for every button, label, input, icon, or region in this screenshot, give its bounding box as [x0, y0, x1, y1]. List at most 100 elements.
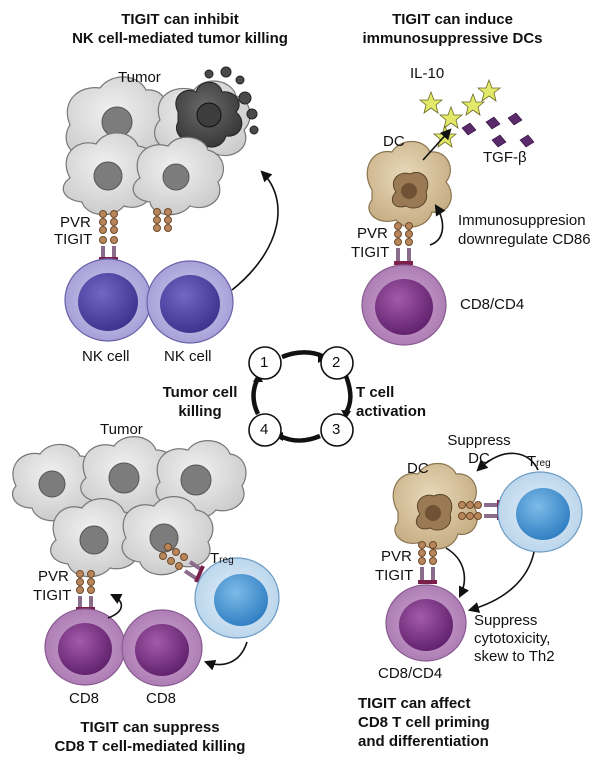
treg-to-t-arrow: [467, 551, 535, 613]
suppress-line-1: Suppress: [474, 612, 538, 629]
suppress-dc-line-2: DC: [468, 450, 490, 467]
suppress-dc-arrow: [476, 452, 539, 472]
treg-cell: [497, 471, 583, 553]
dc-panel: [361, 78, 535, 346]
pvr-tigit-receptor: [394, 222, 413, 265]
suppress-dc-label: Suppress DC: [444, 432, 514, 468]
immuno-line-2: downregulate CD86: [458, 231, 591, 248]
pvr-tigit-receptor: [76, 570, 95, 611]
nk-cell-label-2: NK cell: [164, 348, 212, 365]
pvr-tigit-receptor-treg: [159, 543, 205, 583]
dc-panel-title: TIGIT can induce immunosuppressive DCs: [345, 10, 560, 48]
priming-cd8-cd4-label: CD8/CD4: [378, 665, 443, 682]
t-activation-label: T cell activation: [356, 383, 436, 421]
immuno-line-1: Immunosuppresion: [458, 212, 586, 229]
cd8-panel-title: TIGIT can suppress CD8 T cell-mediated k…: [40, 718, 260, 756]
cd8-treg-label: Treg: [210, 550, 234, 570]
nk-title-line-2: NK cell-mediated tumor killing: [72, 30, 288, 47]
dc-label: DC: [383, 133, 405, 150]
pvr-tigit-receptor-treg: [458, 500, 501, 520]
dc-pvr-label: PVR: [357, 225, 388, 242]
cycle-step-4: [248, 413, 282, 447]
kill-arrow: [231, 170, 279, 291]
cd8-tigit-label: TIGIT: [33, 587, 72, 604]
treg-t: T: [527, 453, 537, 470]
treg-sub: reg: [219, 555, 234, 566]
suppress-line-2: cytotoxicity,: [474, 630, 551, 647]
priming-title-line-1: TIGIT can affect: [358, 695, 471, 712]
dc-cd8-cd4-label: CD8/CD4: [460, 296, 525, 313]
nk-cell: [64, 258, 152, 342]
suppress-dc-line-1: Suppress: [447, 432, 511, 449]
cd8-cd4-cell: [385, 584, 467, 662]
dc-to-t-arrow: [445, 547, 470, 599]
cycle-step-1-label: 1: [260, 354, 269, 371]
nk-cell-label-1: NK cell: [82, 348, 130, 365]
priming-suppress-label: Suppress cytotoxicity, skew to Th2: [474, 612, 555, 666]
cd8-cell: [44, 608, 126, 686]
cd8-title-line-2: CD8 T cell-mediated killing: [54, 738, 246, 755]
suppress-line-3: skew to Th2: [474, 648, 555, 665]
cd8-self-arrow: [107, 593, 123, 619]
il10-stars: [418, 78, 502, 148]
tumor-cell: [80, 436, 176, 516]
priming-dc-label: DC: [407, 460, 429, 477]
cd8-label-2: CD8: [146, 690, 177, 707]
cd8-cell: [121, 609, 203, 687]
priming-treg-label: Treg: [527, 453, 551, 473]
tgfb-diamonds: [461, 112, 535, 148]
cd8-label-1: CD8: [69, 690, 100, 707]
cd8-pvr-label: PVR: [38, 568, 69, 585]
cycle-step-2: [320, 346, 354, 380]
nk-panel: [62, 66, 279, 344]
t-activation-line-2: activation: [356, 403, 427, 420]
dc-cell: [366, 140, 452, 228]
cycle: [248, 346, 354, 447]
t-activation-line-1: T cell: [356, 384, 395, 401]
treg-suppress-arrow: [203, 641, 248, 671]
cd8-cd4-cell: [361, 264, 447, 346]
pvr-receptor: [153, 208, 172, 232]
cycle-step-3-label: 3: [332, 421, 341, 438]
nk-tumor-label: Tumor: [118, 69, 161, 86]
cycle-step-2-label: 2: [332, 354, 341, 371]
il10-label: IL-10: [410, 65, 445, 82]
pvr-tigit-receptor: [99, 210, 118, 261]
priming-title-line-3: and differentiation: [358, 733, 489, 750]
nk-panel-title: TIGIT can inhibit NK cell-mediated tumor…: [70, 10, 290, 48]
dc-tigit-label: TIGIT: [351, 244, 390, 261]
nk-tigit-label: TIGIT: [54, 231, 93, 248]
cd8-tumor-label: Tumor: [100, 421, 143, 438]
nk-title-line-1: TIGIT can inhibit: [121, 11, 239, 28]
pvr-tigit-receptor: [418, 541, 437, 584]
cycle-step-3: [320, 413, 354, 447]
cd8-panel: [11, 436, 280, 687]
tumor-cell: [50, 498, 142, 578]
tgfb-label: TGF-β: [483, 149, 527, 166]
treg-cell: [194, 557, 280, 639]
dc-cell: [392, 462, 478, 550]
cycle-step-1: [248, 346, 282, 380]
tumor-killing-label: Tumor cell killing: [160, 383, 240, 421]
tumor-killing-line-2: killing: [178, 403, 222, 420]
priming-tigit-label: TIGIT: [375, 567, 414, 584]
secrete-arrow: [422, 128, 452, 161]
dc-title-line-2: immunosuppressive DCs: [362, 30, 543, 47]
nk-pvr-label: PVR: [60, 214, 91, 231]
tumor-cell: [62, 132, 158, 216]
cycle-step-4-label: 4: [260, 421, 269, 438]
priming-title-line-2: CD8 T cell priming: [358, 714, 490, 731]
treg-sub: reg: [536, 458, 551, 469]
nk-cell: [146, 260, 234, 344]
feedback-arrow: [429, 204, 446, 246]
priming-panel-title: TIGIT can affect CD8 T cell priming and …: [358, 694, 538, 751]
treg-t: T: [210, 550, 220, 567]
tumor-cell: [132, 136, 225, 216]
tumor-killing-line-1: Tumor cell: [162, 384, 238, 401]
priming-panel: [385, 452, 583, 662]
priming-pvr-label: PVR: [381, 548, 412, 565]
cd8-title-line-1: TIGIT can suppress: [80, 719, 220, 736]
dc-title-line-1: TIGIT can induce: [392, 11, 513, 28]
